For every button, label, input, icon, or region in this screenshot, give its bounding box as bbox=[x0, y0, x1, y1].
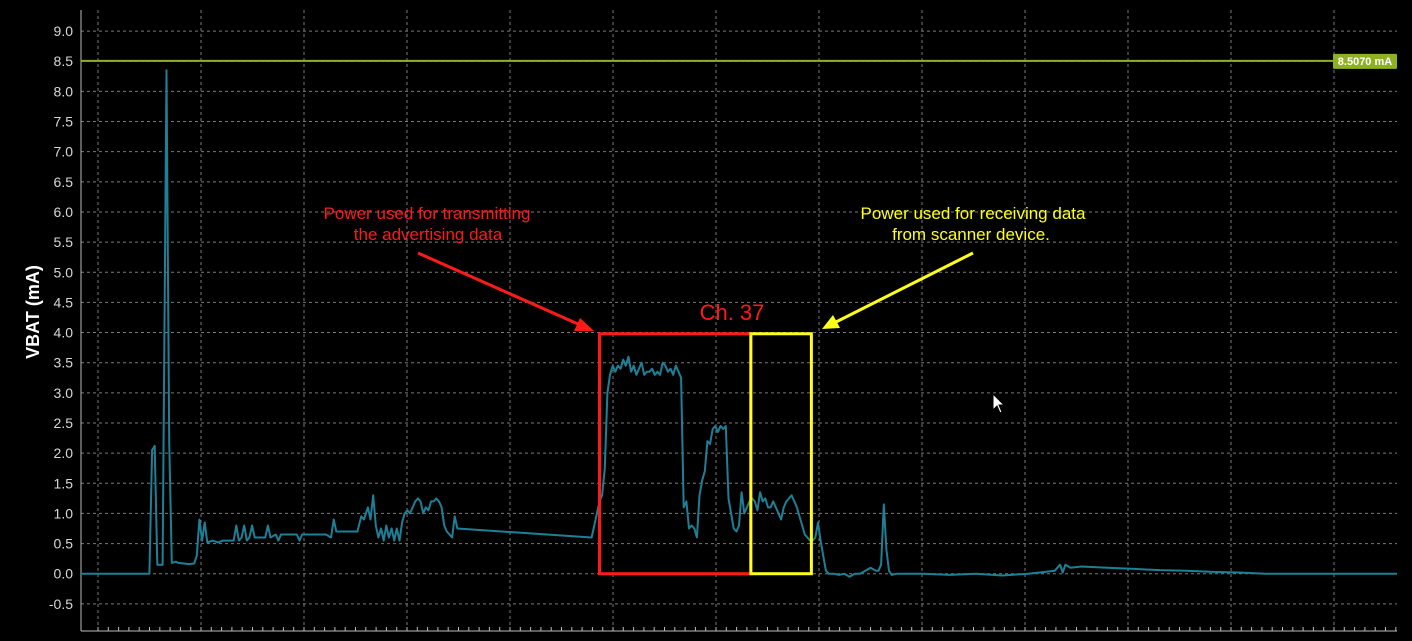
transmit-arrow bbox=[417, 251, 579, 326]
y-tick-label: 5.5 bbox=[54, 234, 74, 250]
y-tick-label: 1.0 bbox=[54, 505, 74, 521]
y-tick-label: 6.0 bbox=[54, 204, 74, 220]
y-tick-label: 5.0 bbox=[54, 264, 74, 280]
transmit-annotation-line2: the advertising data bbox=[354, 225, 503, 244]
transmit-annotation-line1: Power used for transmitting bbox=[324, 204, 531, 223]
y-tick-label: 0.0 bbox=[54, 566, 74, 582]
grid-lines bbox=[81, 10, 1397, 631]
receive-region-box bbox=[749, 332, 813, 576]
y-tick-label: -0.5 bbox=[49, 596, 73, 612]
y-tick-label: 7.5 bbox=[54, 114, 74, 130]
y-tick-label: 7.0 bbox=[54, 144, 74, 160]
receive-annotation-line2: from scanner device. bbox=[892, 225, 1050, 244]
threshold-badge bbox=[1333, 53, 1397, 69]
y-axis-ticks: 9.0 8.5 8.0 7.5 7.0 6.5 6.0 5.5 5.0 4.5 4.0 3.5 3.0 2… bbox=[49, 23, 73, 612]
y-tick-label: 2.0 bbox=[54, 445, 74, 461]
receive-arrowhead bbox=[822, 315, 840, 329]
y-tick-label: 0.5 bbox=[54, 536, 74, 552]
receive-arrow bbox=[835, 251, 974, 324]
y-tick-label: 8.5 bbox=[54, 53, 74, 69]
y-tick-label: 8.0 bbox=[54, 83, 74, 99]
current-series-line bbox=[81, 69, 1397, 578]
y-tick-label: 2.5 bbox=[54, 415, 74, 431]
y-tick-label: 4.0 bbox=[54, 325, 74, 341]
y-tick-label: 1.5 bbox=[54, 475, 74, 491]
y-tick-label: 3.5 bbox=[54, 355, 74, 371]
x-axis-minor-ticks bbox=[97, 627, 1397, 631]
y-tick-label: 9.0 bbox=[54, 23, 74, 39]
y-tick-label: 4.5 bbox=[54, 294, 74, 310]
threshold-label: 8.5070 mA bbox=[1338, 56, 1392, 68]
receive-annotation-line1: Power used for receiving data bbox=[861, 204, 1086, 223]
mouse-pointer-icon bbox=[992, 392, 1006, 414]
y-tick-label: 6.5 bbox=[54, 174, 74, 190]
y-tick-label: 3.0 bbox=[54, 385, 74, 401]
y-axis-label: VBAT (mA) bbox=[23, 265, 43, 359]
channel-label: Ch. 37 bbox=[700, 300, 765, 325]
transmit-arrowhead bbox=[574, 318, 594, 331]
